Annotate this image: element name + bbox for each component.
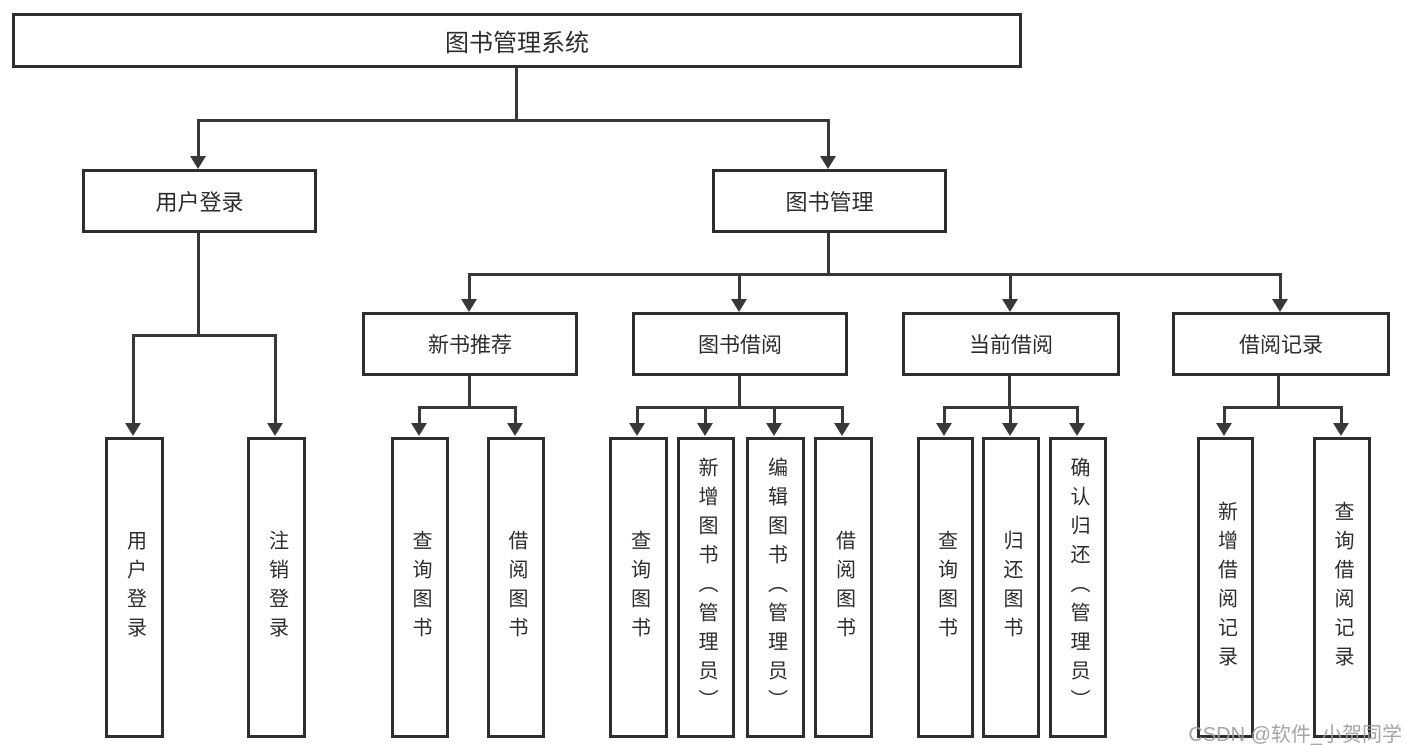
leaf-borrow-books: 借阅图书 [814, 437, 873, 738]
node-label: 编辑图书（管理员） [764, 457, 787, 718]
arrow-down-icon [1333, 406, 1349, 436]
node-label: 借阅图书 [832, 529, 855, 646]
node-label: 新增借阅记录 [1214, 500, 1237, 675]
node-borrow-records: 借阅记录 [1172, 312, 1390, 376]
arrow-down-icon [766, 406, 782, 436]
leaf-logout: 注销登录 [247, 437, 306, 738]
node-label: 归还图书 [1000, 529, 1022, 646]
leaf-recommend-borrow-books: 借阅图书 [487, 437, 545, 738]
connector-recommend-rail [418, 406, 517, 409]
node-label: 查询图书 [627, 529, 650, 646]
arrow-down-icon [834, 406, 850, 436]
connector-records-rail [1223, 406, 1343, 409]
arrow-down-icon [461, 273, 477, 312]
connector-userlogin-rail [132, 334, 277, 337]
leaf-add-books-admin: 新增图书（管理员） [677, 437, 735, 738]
node-current-borrow: 当前借阅 [902, 312, 1120, 376]
connector-bookmgmt-stem [827, 233, 830, 275]
node-label: 借阅图书 [505, 529, 527, 646]
arrow-down-icon [507, 406, 523, 436]
arrow-down-icon [936, 406, 952, 436]
connector-level3-rail [468, 273, 1282, 276]
node-label: 新书推荐 [428, 334, 512, 357]
leaf-confirm-return-admin: 确认归还（管理员） [1049, 437, 1107, 738]
node-label: 用户登录 [155, 190, 244, 215]
connector-level2-rail [197, 119, 830, 122]
csdn-watermark: CSDN @软件_小贺同学 [1188, 724, 1402, 746]
arrow-down-icon [1272, 273, 1288, 312]
leaf-borrow-query-books: 查询图书 [609, 437, 668, 738]
node-label: 注销登录 [265, 529, 288, 646]
node-label: 确认归还（管理员） [1067, 457, 1089, 718]
arrow-down-icon [1216, 406, 1232, 436]
connector-root-stem [515, 68, 518, 121]
arrow-down-icon [190, 119, 206, 169]
node-label: 用户登录 [123, 529, 146, 646]
leaf-user-login: 用户登录 [105, 437, 164, 738]
connector-borrow-rail [636, 406, 844, 409]
node-label: 查询借阅记录 [1331, 500, 1353, 675]
leaf-return-books: 归还图书 [982, 437, 1040, 738]
node-library-system: 图书管理系统 [12, 13, 1022, 68]
connector-records-stem [1277, 376, 1280, 408]
connector-borrow-stem [738, 376, 741, 408]
connector-userlogin-stem [197, 233, 200, 336]
node-label: 借阅记录 [1239, 334, 1323, 357]
node-user-login: 用户登录 [82, 169, 317, 233]
arrow-down-icon [1002, 273, 1018, 312]
arrow-down-icon [629, 406, 645, 436]
leaf-query-borrow-record: 查询借阅记录 [1313, 437, 1371, 738]
node-book-management: 图书管理 [712, 169, 947, 233]
arrow-down-icon [820, 119, 836, 169]
node-label: 新增图书（管理员） [695, 457, 717, 718]
arrow-down-icon [125, 334, 141, 436]
arrow-down-icon [731, 273, 747, 312]
leaf-add-borrow-record: 新增借阅记录 [1197, 437, 1254, 738]
node-book-borrow: 图书借阅 [632, 312, 848, 376]
arrow-down-icon [1002, 406, 1018, 436]
arrow-down-icon [267, 334, 283, 436]
node-new-book-recommend: 新书推荐 [362, 312, 578, 376]
leaf-edit-books-admin: 编辑图书（管理员） [746, 437, 805, 738]
connector-recommend-stem [468, 376, 471, 408]
arrow-down-icon [697, 406, 713, 436]
connector-current-stem [1008, 376, 1011, 408]
arrow-down-icon [411, 406, 427, 436]
node-label: 图书借阅 [698, 334, 782, 357]
leaf-current-query-books: 查询图书 [917, 437, 974, 738]
arrow-down-icon [1069, 406, 1085, 436]
node-label: 当前借阅 [969, 334, 1053, 357]
node-label: 图书管理系统 [445, 30, 589, 57]
leaf-recommend-query-books: 查询图书 [391, 437, 449, 738]
node-label: 图书管理 [785, 190, 874, 215]
node-label: 查询图书 [934, 529, 957, 646]
node-label: 查询图书 [409, 529, 431, 646]
